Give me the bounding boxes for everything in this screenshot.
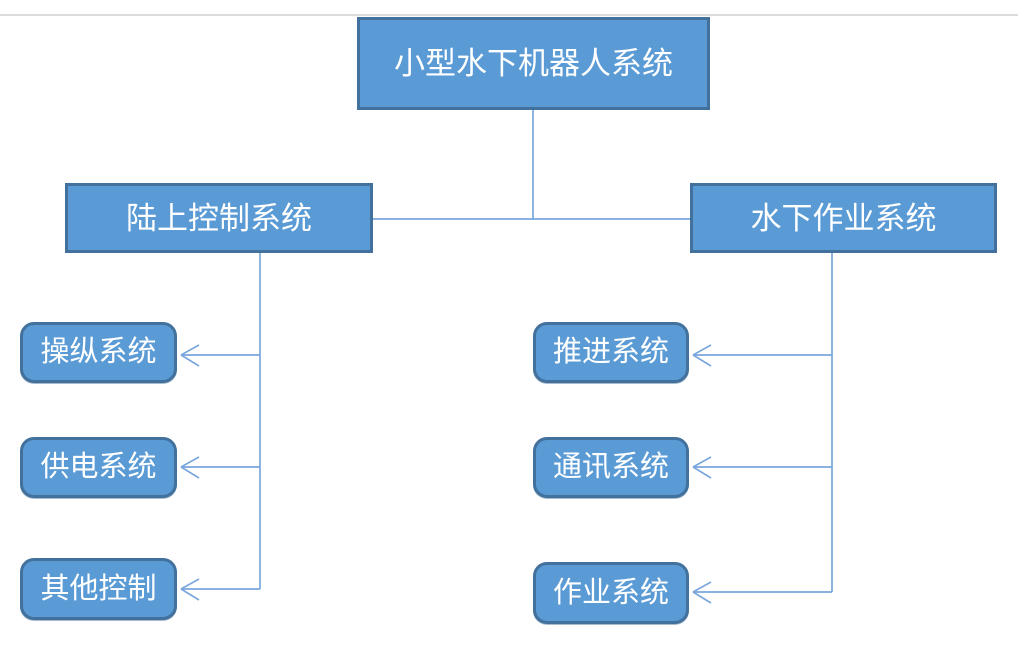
arrowhead-left-2-icon xyxy=(180,456,200,479)
node-underwater-operation-system[interactable]: 水下作业系统 xyxy=(690,183,997,253)
node-other-control[interactable]: 其他控制 xyxy=(20,558,177,620)
arrowhead-right-2-icon xyxy=(692,456,712,479)
node-onshore-control-system[interactable]: 陆上控制系统 xyxy=(65,183,373,253)
node-communication-system[interactable]: 通讯系统 xyxy=(533,437,689,498)
node-power-supply-system[interactable]: 供电系统 xyxy=(20,437,177,498)
slide-top-edge xyxy=(0,14,1018,16)
arrowhead-left-3-icon xyxy=(180,578,200,601)
node-propulsion-system[interactable]: 推进系统 xyxy=(533,322,689,383)
node-steering-system[interactable]: 操纵系统 xyxy=(20,322,177,383)
arrowhead-right-1-icon xyxy=(692,344,712,367)
arrowhead-left-1-icon xyxy=(180,344,200,367)
node-root-system[interactable]: 小型水下机器人系统 xyxy=(357,17,710,110)
node-operation-system[interactable]: 作业系统 xyxy=(533,562,689,624)
arrowhead-right-3-icon xyxy=(692,581,712,604)
